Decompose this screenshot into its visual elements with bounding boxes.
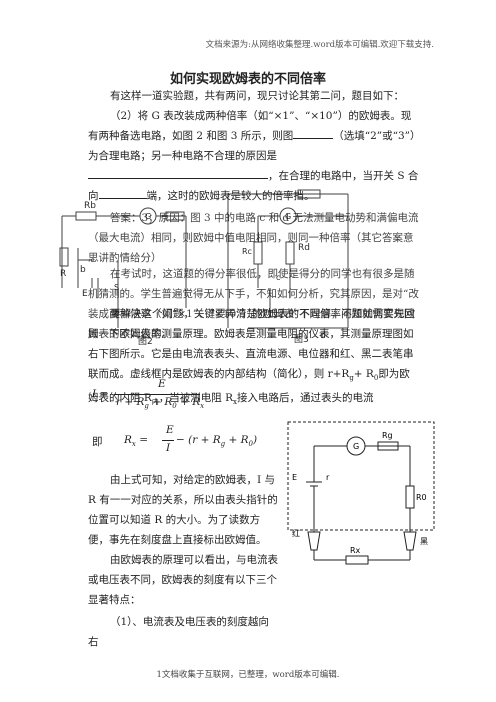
fig2-caption: 图2 (138, 336, 153, 347)
principle-paragraph: 要解决这个问题，关键要弄清楚欧姆表的不同倍率问题就需要先回顾一下欧姆表的测量原理… (88, 308, 415, 407)
question-paragraph: （2）将 G 表改装成两种倍率（如“×1”、“×10”）的欧姆表。现有两种备选电… (88, 106, 420, 206)
ohm-label-r: r (326, 473, 330, 482)
fig2-label-a: a (114, 309, 120, 319)
intro-paragraph: 有这样一道实验题，共有两问，现只讨论其第二问，题目如下： (110, 90, 404, 102)
answer-blank-2 (88, 167, 268, 179)
page-footer: 1文档收集于互联网，已整理，word版本可编辑. (156, 670, 340, 680)
formula2-lead: 即 (92, 436, 103, 448)
formula1-denominator: r + Rg + R0 + Rx (116, 396, 205, 411)
page-header: 文档来源为:从网络收集整理.word版本可编辑.欢迎下载支持. (205, 40, 434, 50)
ohm-label-red: 红 (292, 528, 300, 538)
formula2-denominator: I (166, 442, 171, 454)
ohm-label-rg: Rg (382, 431, 393, 440)
ohmmeter-diagram: G Rg E r R0 红 黑 Rx (287, 421, 435, 565)
answer-blank-3 (98, 187, 147, 199)
fig2-label-s: S (114, 283, 119, 292)
fig3-caption: 图3 (294, 334, 309, 345)
fig3-label-rd: Rd (298, 243, 310, 253)
scale-paragraph: 由欧姆表的原理可以看出，与电流表或电压表不同，欧姆表的刻度有以下三个显著特点： (88, 554, 278, 606)
ohm-label-rx: Rx (350, 546, 361, 555)
page-title: 如何实现欧姆表的不同倍率 (169, 72, 326, 87)
fig3-label-d: d (320, 331, 326, 341)
principle-text-a: 要解决这个问题，关键要弄清楚欧姆表的不同倍率问题就需要先回顾一下欧姆表的测量原理… (88, 308, 415, 380)
fig3-label-rc: Rc (242, 247, 252, 256)
principle-text-d: ，当被测电阻 R (158, 392, 233, 405)
question-text-1: （2）将 G 表改装成两种倍率（如“×1”、“×10”）的欧姆表。现有两种备选电… (88, 110, 412, 142)
formula2-numerator: E (166, 424, 174, 436)
fig3-label-c: c (276, 273, 280, 282)
answer-paragraph: 答案：3；原因：图 3 中的电路 c 和 d 无法测量电动势和满偏电流（最大电流… (88, 212, 419, 264)
analysis-paragraph: 由上式可知，对给定的欧姆表，I 与 R 有一一对应的关系，所以由表头指针的位置可… (88, 474, 278, 546)
ohm-label-e: E (292, 473, 297, 482)
principle-text-e: 接入电路后，通过表头的电流 (236, 392, 374, 405)
ohm-label-black: 黑 (420, 537, 428, 546)
formula2-lhs: Rx = (124, 434, 148, 449)
formula-resistance: 即 Rx = E I − (r + Rg + R0) (92, 424, 272, 458)
formula1-numerator: E (158, 378, 166, 390)
answer-blank-1 (293, 127, 334, 139)
principle-text-c: 即为欧姆表的内阻 R (88, 368, 410, 405)
formula-current: I = E r + Rg + R0 + Rx (92, 378, 252, 412)
figure-3-circuit (227, 189, 349, 329)
circuit-figures: Rb G R b E S a 图2 Rb G Rc Rd c d 图3 (59, 188, 349, 347)
fig2-label-r: R (60, 269, 66, 279)
fig2-label-b: b (80, 265, 86, 275)
fig3-label-rb: Rb (306, 188, 318, 191)
formula1-lhs: I = (92, 388, 109, 400)
point-1-paragraph: （1）、电流表及电压表的刻度越向右 (88, 616, 269, 648)
principle-text-b: + R (353, 368, 374, 380)
question-text-4: 端，这时的欧姆表是较大的倍率挡。 (146, 190, 315, 202)
ohm-label-r0: R0 (416, 493, 427, 502)
question-text-2: （选填“2”或“3”）为合理电路；另一种电路不合理的原因是 (88, 130, 416, 162)
figure-2-circuit (59, 207, 187, 328)
fig2-label-rb: Rb (84, 201, 96, 211)
fig2-label-g: G (145, 212, 151, 221)
formula2-rest: − (r + Rg + R0) (176, 434, 258, 449)
fig2-label-e: E (82, 289, 88, 299)
question-text-3: ，在合理的电路中，当开关 S 合向 (88, 170, 419, 202)
ohmmeter-dashed-box (287, 421, 435, 531)
fig3-label-g: G (285, 212, 291, 221)
ohm-label-g: G (353, 442, 359, 451)
